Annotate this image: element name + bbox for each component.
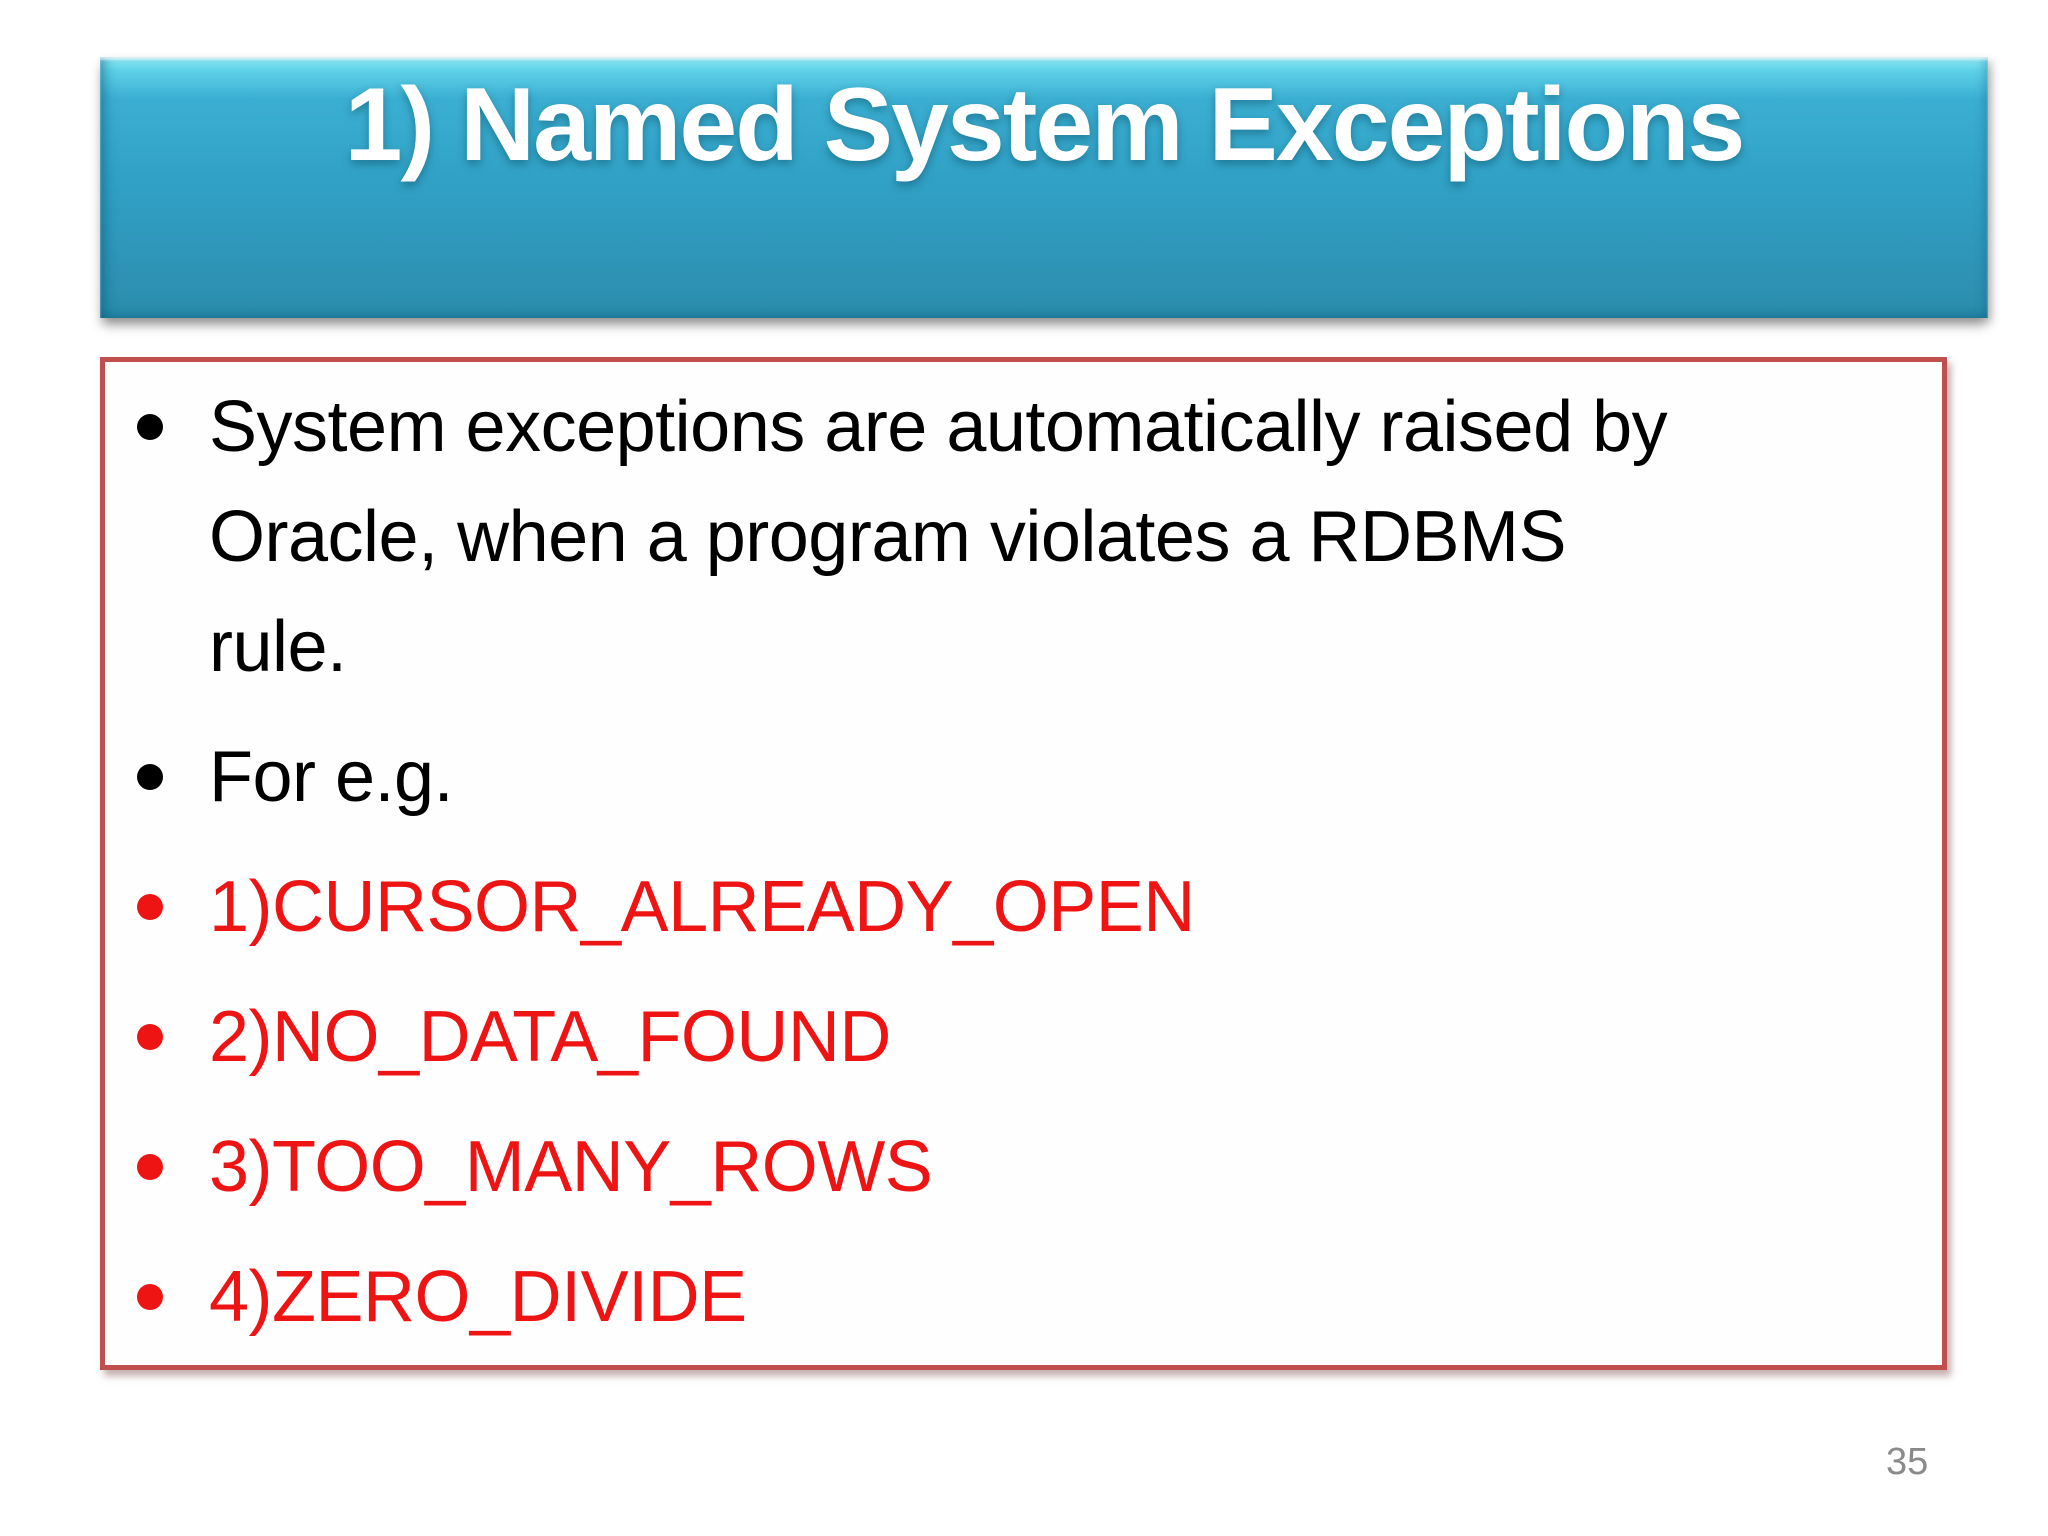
bullet-dot-icon xyxy=(137,1024,163,1050)
bullet-text: 1)CURSOR_ALREADY_OPEN xyxy=(209,852,1195,962)
bullet-text: 3)TOO_MANY_ROWS xyxy=(209,1112,933,1222)
bullet-line: 2)NO_DATA_FOUND xyxy=(209,997,891,1077)
bullet-line: rule. xyxy=(209,607,347,687)
bullet-dot-icon xyxy=(137,894,163,920)
bullet-line: For e.g. xyxy=(209,737,454,817)
bullet-line: 1)CURSOR_ALREADY_OPEN xyxy=(209,867,1195,947)
bullet-line: Oracle, when a program violates a RDBMS xyxy=(209,497,1567,577)
bullet-dot-icon xyxy=(137,1154,163,1180)
bullet-item: 2)NO_DATA_FOUND xyxy=(137,982,1906,1092)
bullet-dot-icon xyxy=(137,1284,163,1310)
bullet-dot-icon xyxy=(137,764,163,790)
bullet-text: System exceptions are automatically rais… xyxy=(209,372,1668,702)
bullet-text: For e.g. xyxy=(209,722,454,832)
bullet-item: System exceptions are automatically rais… xyxy=(137,372,1906,702)
page-title: 1) Named System Exceptions xyxy=(344,67,1746,183)
bullet-list: System exceptions are automatically rais… xyxy=(105,362,1942,1352)
page-number: 35 xyxy=(1886,1441,1929,1483)
bullet-line: 3)TOO_MANY_ROWS xyxy=(209,1127,933,1207)
bullet-item: 3)TOO_MANY_ROWS xyxy=(137,1112,1906,1222)
content-box: System exceptions are automatically rais… xyxy=(100,357,1947,1370)
bullet-text: 2)NO_DATA_FOUND xyxy=(209,982,891,1092)
bullet-item: For e.g. xyxy=(137,722,1906,832)
bullet-item: 4)ZERO_DIVIDE xyxy=(137,1242,1906,1352)
bullet-dot-icon xyxy=(137,414,163,440)
bullet-item: 1)CURSOR_ALREADY_OPEN xyxy=(137,852,1906,962)
bullet-line: System exceptions are automatically rais… xyxy=(209,387,1668,467)
bullet-text: 4)ZERO_DIVIDE xyxy=(209,1242,747,1352)
title-banner: 1) Named System Exceptions xyxy=(100,57,1988,318)
bullet-line: 4)ZERO_DIVIDE xyxy=(209,1257,747,1337)
